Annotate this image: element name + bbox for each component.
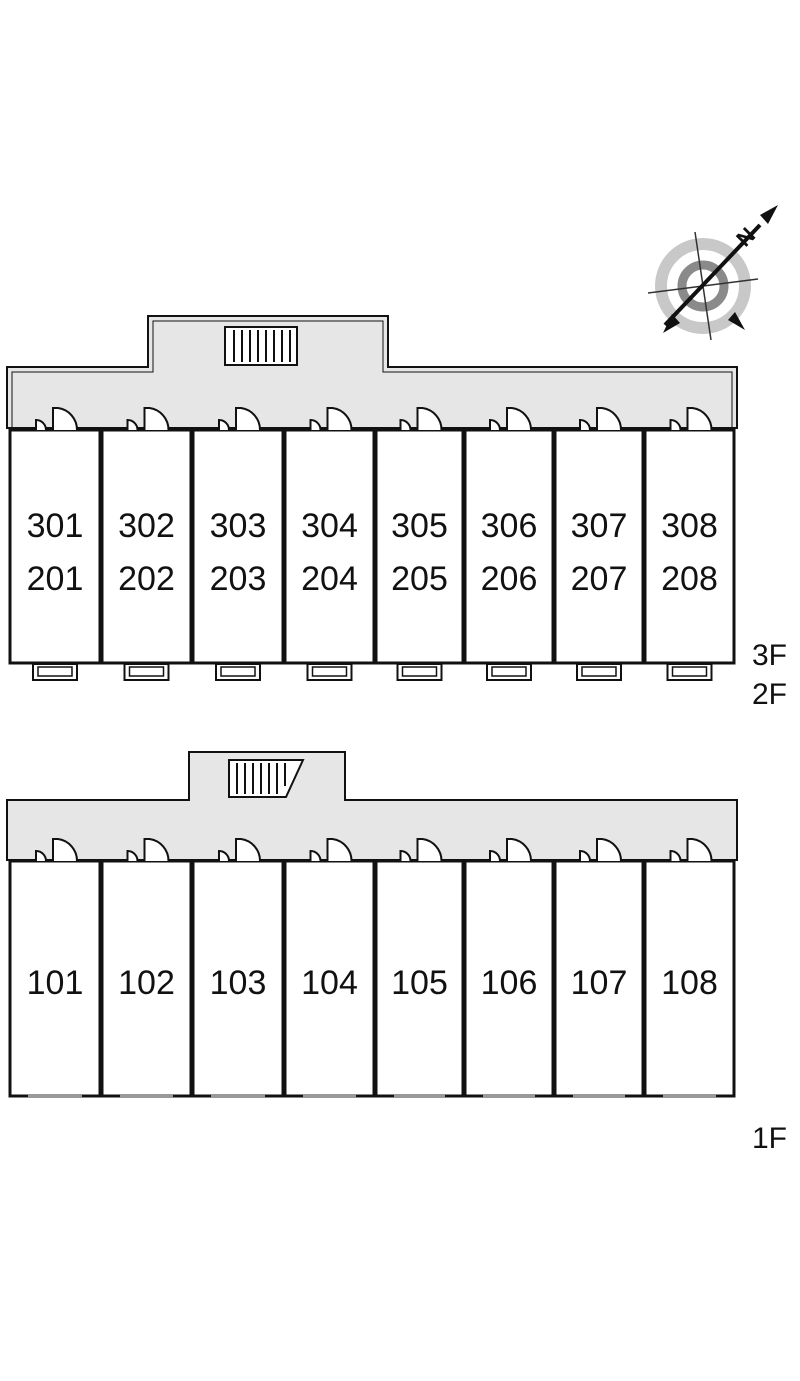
unit-number-3f: 306	[481, 507, 538, 545]
unit-number-2f: 201	[27, 560, 84, 598]
unit-number-3f: 303	[210, 507, 267, 545]
unit-number-3f: 302	[118, 507, 175, 545]
entrance-door-icon	[579, 838, 623, 862]
unit-number-1f: 106	[481, 964, 538, 1002]
unit-cell: 104	[283, 838, 376, 1098]
entrance-door-icon	[126, 838, 170, 862]
unit-number-1f: 102	[118, 964, 175, 1002]
entrance-door-icon	[489, 838, 533, 862]
unit-number-2f: 202	[118, 560, 175, 598]
entrance-door-icon	[399, 838, 443, 862]
unit-number-3f: 304	[301, 507, 358, 545]
balcony	[396, 663, 443, 681]
unit-number-1f: 101	[27, 964, 84, 1002]
entrance-door-icon	[218, 838, 262, 862]
unit-number-1f: 105	[391, 964, 448, 1002]
unit-cell: 108	[643, 838, 736, 1098]
entrance-door-icon	[399, 407, 443, 431]
unit-cell: 102	[100, 838, 193, 1098]
unit-number-1f: 104	[301, 964, 358, 1002]
entrance-door-icon	[218, 407, 262, 431]
balcony	[576, 663, 622, 681]
unit-number-1f: 108	[661, 964, 718, 1002]
balcony	[123, 663, 170, 681]
entrance-door-icon	[35, 407, 79, 431]
unit-number-2f: 203	[210, 560, 267, 598]
unit-number-3f: 308	[661, 507, 718, 545]
floor-label-2f: 2F	[752, 678, 787, 711]
entrance-door-icon	[579, 407, 623, 431]
unit-cell: 101	[8, 838, 102, 1098]
balcony	[486, 663, 532, 681]
unit-number-1f: 103	[210, 964, 267, 1002]
unit-cell: 106	[463, 838, 555, 1098]
unit-number-1f: 107	[571, 964, 628, 1002]
balcony	[306, 663, 353, 681]
balcony	[215, 663, 261, 681]
unit-cell: 107	[553, 838, 645, 1098]
ground-staircase	[228, 759, 305, 798]
entrance-door-icon	[309, 407, 353, 431]
ground-building: 101 102 103 104 105 106 107 108 1F	[6, 751, 787, 1155]
unit-number-2f: 207	[571, 560, 628, 598]
unit-number-3f: 305	[391, 507, 448, 545]
entrance-door-icon	[309, 838, 353, 862]
upper-corridor	[6, 315, 738, 429]
entrance-door-icon	[669, 407, 713, 431]
entrance-door-icon	[126, 407, 170, 431]
entrance-door-icon	[35, 838, 79, 862]
unit-number-2f: 208	[661, 560, 718, 598]
unit-cell: 105	[374, 838, 465, 1098]
upper-staircase	[224, 326, 298, 366]
entrance-door-icon	[489, 407, 533, 431]
unit-number-3f: 307	[571, 507, 628, 545]
floor-label-1f: 1F	[752, 1122, 787, 1155]
floor-label-3f: 3F	[752, 639, 787, 672]
unit-cell: 103	[191, 838, 285, 1098]
entrance-door-icon	[669, 838, 713, 862]
upper-building: 3012013022023032033042043052053062063072…	[6, 315, 787, 711]
unit-number-2f: 206	[481, 560, 538, 598]
unit-number-3f: 301	[27, 507, 84, 545]
unit-number-2f: 205	[391, 560, 448, 598]
ground-corridor	[6, 751, 738, 861]
unit-number-2f: 204	[301, 560, 358, 598]
balcony	[32, 663, 78, 681]
balcony	[666, 663, 713, 681]
north-compass-icon: N	[647, 205, 778, 341]
